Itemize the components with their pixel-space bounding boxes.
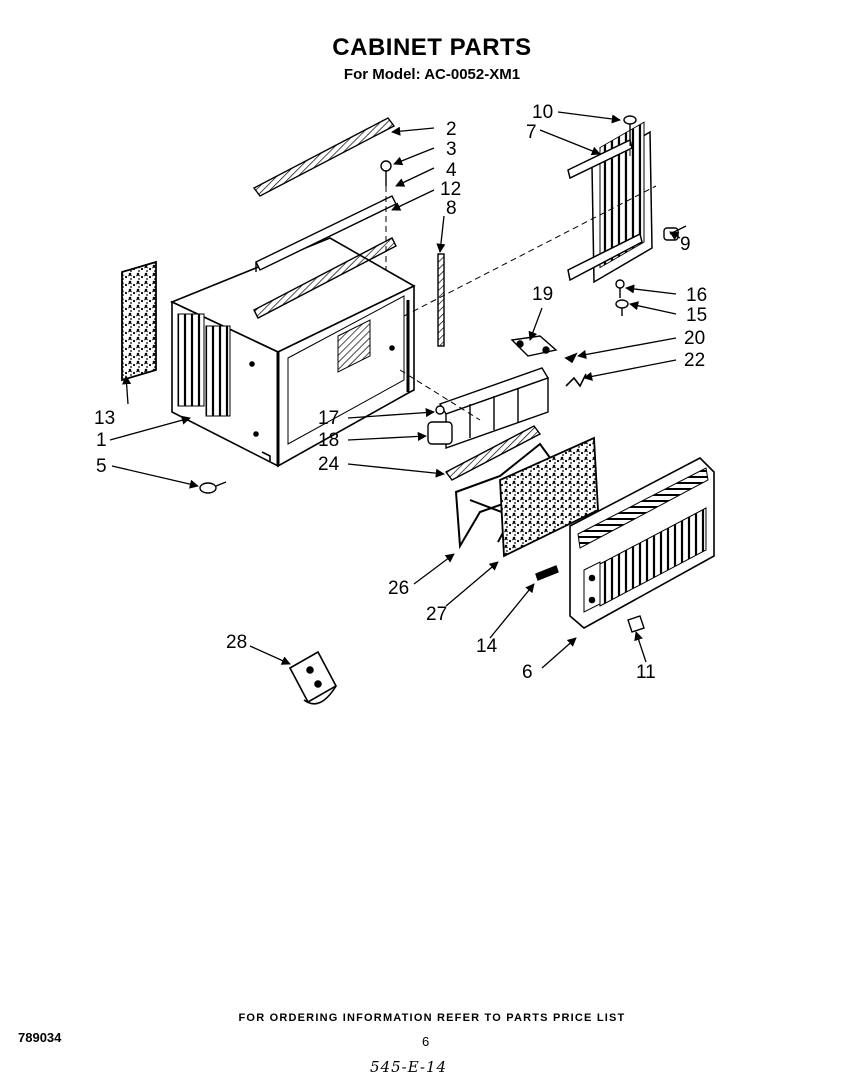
callout-26: 26 <box>388 578 409 599</box>
callout-16: 16 <box>686 285 707 306</box>
callout-19: 19 <box>532 284 553 305</box>
callout-10: 10 <box>532 102 553 123</box>
screw-part-11 <box>627 615 645 633</box>
side-filter-part-13 <box>121 260 157 382</box>
clip-part-22 <box>565 373 587 388</box>
page-number: 6 <box>422 1034 430 1049</box>
callout-8: 8 <box>446 198 457 219</box>
callout-20: 20 <box>684 328 705 349</box>
callout-18: 18 <box>318 430 339 451</box>
callout-27: 27 <box>426 604 447 625</box>
callout-2: 2 <box>446 119 457 140</box>
callout-14: 14 <box>476 636 498 657</box>
page-title: CABINET PARTS <box>332 34 532 61</box>
leader-lines <box>109 111 681 669</box>
screw-part-5 <box>199 481 227 494</box>
callout-labels: 1 2 3 4 5 6 7 8 9 10 11 12 13 14 15 16 1… <box>94 102 707 683</box>
front-filter-part-27 <box>499 436 599 558</box>
callout-12: 12 <box>440 179 461 200</box>
callout-17: 17 <box>318 408 339 429</box>
cabinet-shell <box>170 237 416 468</box>
bracket-part-19 <box>510 335 558 357</box>
callout-9: 9 <box>680 234 691 255</box>
callout-7: 7 <box>526 122 537 143</box>
washer-part-15 <box>615 299 629 316</box>
vertical-bracket-part-8 <box>437 253 445 347</box>
motor-part-18 <box>427 421 453 445</box>
clip-part-20 <box>564 352 578 364</box>
assembly-guide-lines <box>385 140 657 421</box>
handwritten-code: 545-E-14 <box>370 1058 448 1076</box>
callout-13: 13 <box>94 408 115 429</box>
callout-11: 11 <box>636 662 656 683</box>
strip-part-14 <box>535 565 559 581</box>
front-grille-part-6 <box>569 457 715 629</box>
screw-part-10 <box>623 115 637 140</box>
exploded-view-diagram: 1 2 3 4 5 6 7 8 9 10 11 12 13 14 15 16 1… <box>94 102 715 705</box>
callout-3: 3 <box>446 139 457 160</box>
mounting-bracket-part-28 <box>288 650 338 705</box>
angle-strip-part-12 <box>253 237 397 319</box>
louver-assembly-part-17 <box>435 367 550 449</box>
rail-part-24 <box>444 425 542 481</box>
callout-4: 4 <box>446 160 457 181</box>
callout-28: 28 <box>226 632 247 653</box>
ordering-note: FOR ORDERING INFORMATION REFER TO PARTS … <box>238 1012 626 1024</box>
document-number: 789034 <box>18 1030 62 1045</box>
model-subtitle: For Model: AC-0052-XM1 <box>343 66 521 83</box>
screw-part-16 <box>615 279 625 298</box>
rear-grille-part-7 <box>567 121 653 284</box>
callout-6: 6 <box>522 662 533 683</box>
top-rail-strip <box>252 117 396 197</box>
callout-15: 15 <box>686 305 707 326</box>
callout-22: 22 <box>684 350 705 371</box>
callout-24: 24 <box>318 454 340 475</box>
screw-part-3 <box>380 160 392 186</box>
callout-1: 1 <box>96 430 107 451</box>
callout-5: 5 <box>96 456 107 477</box>
